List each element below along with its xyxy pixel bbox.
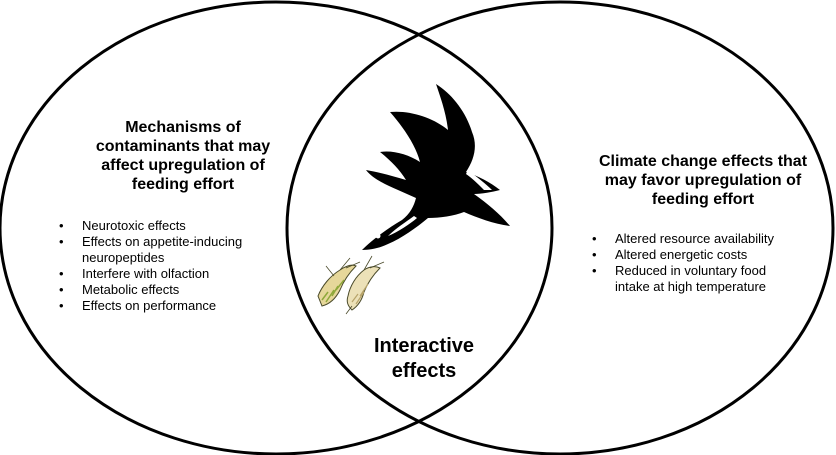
bullet-icon: • (59, 218, 64, 233)
list-item: • Effects on performance (59, 298, 289, 314)
left-circle-list: • Neurotoxic effects • Effects on appetite… (59, 218, 289, 314)
list-item-text: Neurotoxic effects (82, 218, 186, 233)
list-item: • Altered energetic costs (592, 247, 822, 263)
bullet-icon: • (59, 234, 64, 249)
bullet-icon: • (592, 247, 597, 262)
bullet-icon: • (59, 298, 64, 313)
left-circle-heading: Mechanisms of contaminants that may affe… (78, 118, 288, 194)
list-item: • Altered resource availability (592, 231, 822, 247)
right-heading-text: Climate change effects that may favor up… (598, 153, 808, 208)
list-item: • Neurotoxic effects (59, 218, 289, 234)
list-item: • Interfere with olfaction (59, 266, 289, 282)
prey-illustration (317, 255, 385, 315)
list-item-text: Altered energetic costs (615, 247, 748, 262)
left-heading-text: Mechanisms of contaminants that may affe… (95, 119, 271, 193)
right-circle-heading: Climate change effects that may favor up… (583, 152, 823, 209)
list-item-text: Effects on performance (82, 298, 217, 313)
intersection-label-text: Interactive effects (373, 335, 475, 382)
list-item: • Metabolic effects (59, 282, 289, 298)
intersection-label: Interactive effects (334, 334, 514, 384)
list-item-text: Effects on appetite-inducing neuropeptid… (82, 234, 243, 265)
list-item-text: Interfere with olfaction (82, 266, 210, 281)
list-item: • Effects on appetite-inducing neuropepti… (59, 234, 289, 266)
list-item-text: Altered resource availability (615, 231, 774, 246)
bullet-icon: • (592, 263, 597, 278)
left-circle (0, 0, 554, 455)
right-circle-list: • Altered resource availability • Altered … (592, 231, 822, 295)
bullet-icon: • (59, 282, 64, 297)
list-item-text: Reduced in voluntary food intake at high… (615, 263, 767, 294)
bullet-icon: • (59, 266, 64, 281)
list-item-text: Metabolic effects (82, 282, 180, 297)
bullet-icon: • (592, 231, 597, 246)
right-circle (285, 0, 835, 455)
diving-bird-illustration (362, 84, 510, 250)
list-item: • Reduced in voluntary food intake at hig… (592, 263, 822, 295)
